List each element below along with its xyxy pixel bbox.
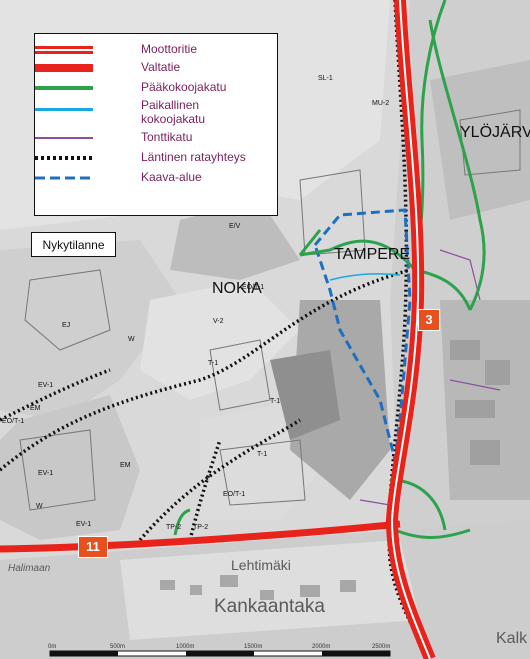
- zone-label: T-1: [257, 451, 268, 458]
- legend-item-rail: Läntinen ratayhteys: [35, 150, 277, 170]
- zone-label: E/V: [229, 223, 241, 230]
- zone-label: W: [128, 336, 135, 343]
- motorway-number-shield: 3: [418, 309, 440, 331]
- scale-label: 1500m: [244, 644, 263, 650]
- zone-label: TP-2: [193, 524, 209, 531]
- plan-area-swatch: [35, 176, 93, 180]
- scale-label: 500m: [110, 644, 126, 650]
- zone-label: EO/T-1: [223, 491, 246, 498]
- zone-label: EM: [30, 405, 41, 412]
- zone-label: EV-1: [38, 470, 54, 477]
- legend-item-plan-area: Kaava-alue: [35, 170, 277, 190]
- legend-label: Kaava-alue: [141, 170, 202, 184]
- zone-label: EJ: [62, 322, 71, 329]
- place-tampere: TAMPERE: [334, 246, 411, 263]
- zone-label: T-1: [270, 398, 281, 405]
- scale-label: 2000m: [312, 644, 331, 650]
- status-label-box: Nykytilanne: [31, 232, 116, 257]
- scale-label: 2500m: [372, 644, 391, 650]
- scale-bar: [49, 650, 391, 657]
- scale-label: 1000m: [176, 644, 195, 650]
- scale-label: 0m: [48, 644, 57, 650]
- zone-label: MU-2: [372, 100, 390, 107]
- zone-label: SL-1: [318, 75, 333, 82]
- place-ylojarvi: YLÖJÄRV: [460, 124, 530, 141]
- legend-label: Moottoritie: [141, 42, 198, 56]
- rail-swatch: [35, 156, 93, 160]
- zone-label: T-1: [208, 360, 219, 367]
- zone-label: V-2: [213, 318, 224, 325]
- zone-label: W: [36, 503, 43, 510]
- legend-item-motorway: Moottoritie: [35, 42, 277, 62]
- place-kalk: Kalk: [496, 630, 528, 647]
- local-swatch: [35, 108, 93, 111]
- legend-item-highway: Valtatie: [35, 60, 277, 80]
- plot-road-swatch: [35, 137, 93, 139]
- motorway-swatch: [35, 46, 93, 54]
- highway-swatch: [35, 64, 93, 72]
- collector-swatch: [35, 86, 93, 90]
- legend-item-local: Paikallinen kokoojakatu: [35, 98, 277, 130]
- legend-label: Läntinen ratayhteys: [141, 150, 246, 164]
- zone-label: EV-1: [38, 382, 54, 389]
- zone-label: EO/T-1: [242, 284, 265, 291]
- map-legend: Moottoritie Valtatie Pääkokoojakatu Paik…: [34, 33, 278, 216]
- legend-label: Valtatie: [141, 60, 181, 74]
- zone-label: EV-1: [76, 521, 92, 528]
- zone-label: EM: [120, 462, 131, 469]
- place-kankaantaka: Kankaantaka: [214, 596, 325, 617]
- place-nokia: NOKIA: [212, 280, 262, 297]
- legend-item-collector: Pääkokoojakatu: [35, 80, 277, 100]
- place-lehtimaki: Lehtimäki: [231, 557, 291, 573]
- legend-label: Pääkokoojakatu: [141, 80, 227, 94]
- legend-label: Paikallinen kokoojakatu: [141, 98, 206, 126]
- highway-number-shield: 11: [78, 536, 108, 558]
- zone-label: EO/T-1: [2, 418, 25, 425]
- place-halimaa: Halimaan: [8, 563, 51, 574]
- legend-item-plot-road: Tonttikatu: [35, 130, 277, 150]
- zone-label: TP-2: [166, 524, 182, 531]
- legend-label: Tonttikatu: [141, 130, 193, 144]
